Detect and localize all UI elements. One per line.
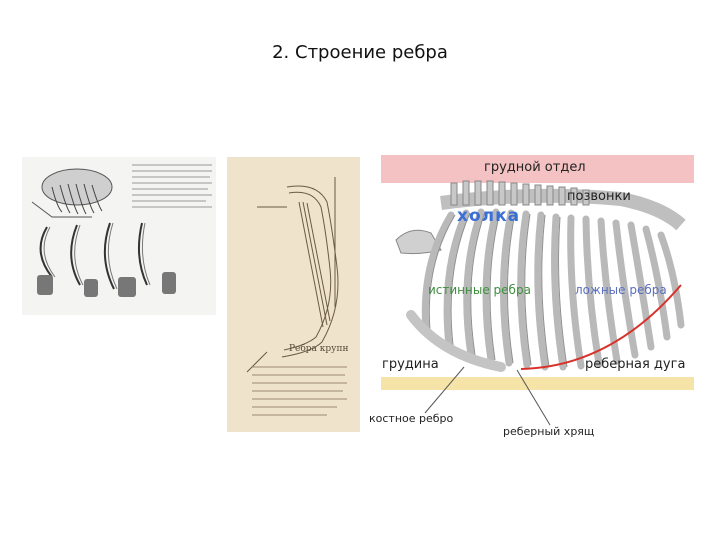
header-band (381, 155, 694, 183)
thorax-illustration (381, 155, 694, 390)
book-caption-title: Ребра крупн (289, 344, 349, 354)
label-backbone: холка (457, 206, 521, 226)
label-vertebrae: позвонки (567, 189, 631, 204)
label-costal-arch: реберная дуга (585, 357, 686, 372)
label-true-ribs: истинные ребра (428, 283, 531, 297)
anatomy-plate-drawing (31, 164, 212, 297)
costal-arch-line (520, 284, 682, 370)
label-sternum: грудина (382, 357, 439, 372)
callout-bone-rib: костное ребро (369, 412, 454, 425)
label-thoracic-section: грудной отдел (484, 160, 586, 175)
slide-title: 2. Строение ребра (272, 42, 448, 63)
anatomy-plate-image (22, 157, 216, 315)
rib-book-page-image: Ребра крупн (227, 157, 360, 432)
thorax-diagram: грудной отдел позвонки холка истинные ре… (381, 155, 694, 390)
footer-band (381, 377, 694, 390)
rib-sketch (246, 177, 347, 416)
callout-rib-cartilage: реберный хрящ (503, 425, 595, 438)
label-false-ribs: ложные ребра (575, 283, 667, 297)
